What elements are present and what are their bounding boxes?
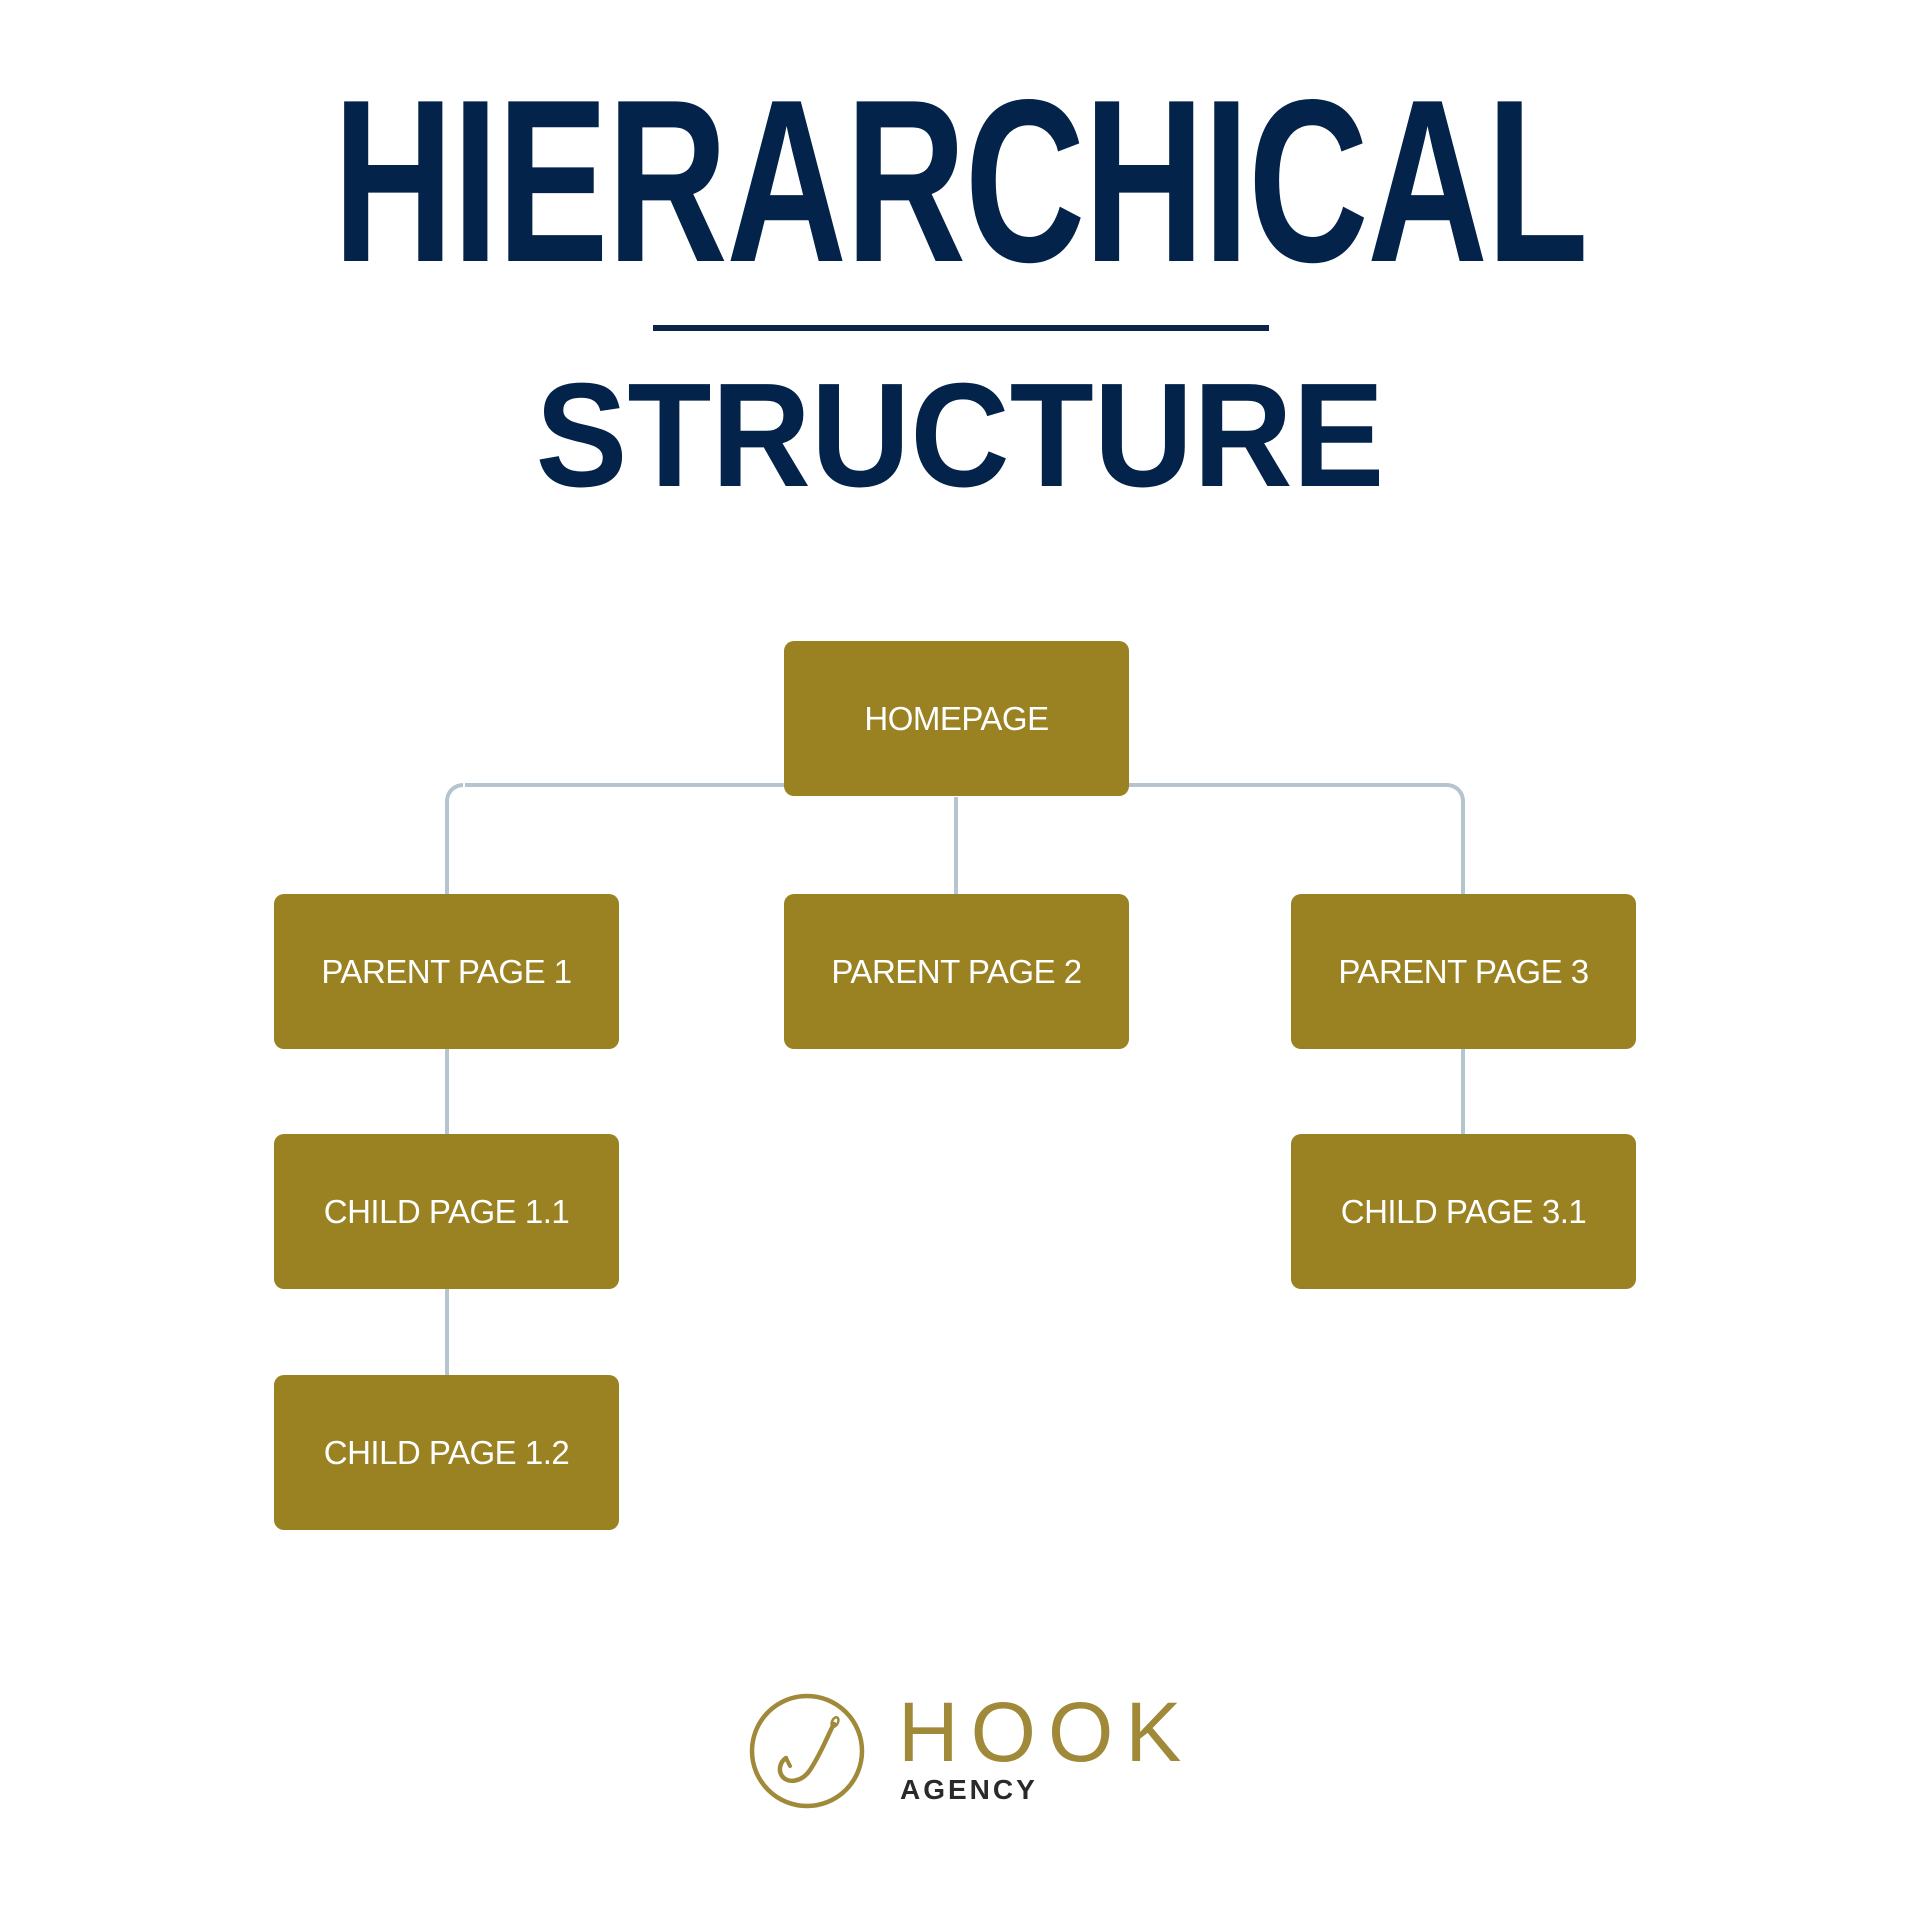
page-title: HIERARCHICAL [332,52,1588,311]
logo-tagline: AGENCY [900,1774,1038,1805]
node-label: PARENT PAGE 3 [1338,952,1589,990]
title-divider [653,325,1269,331]
hook-agency-logo: HOOK AGENCY [748,1690,1188,1810]
connector-root-right-corner [1447,783,1465,801]
node-label: PARENT PAGE 1 [321,952,572,990]
connector-parent3-vertical [1461,800,1465,895]
node-label: CHILD PAGE 3.1 [1340,1192,1587,1230]
node-child-page-3-1: CHILD PAGE 3.1 [1291,1134,1636,1289]
connector-root-parent2 [954,797,958,894]
node-child-page-1-1: CHILD PAGE 1.1 [274,1134,619,1289]
connector-root-left-corner [445,783,463,801]
connector-root-right [1128,783,1448,787]
node-parent-page-2: PARENT PAGE 2 [784,894,1129,1049]
node-homepage: HOMEPAGE [784,641,1129,796]
connector-child11-child12 [445,1288,449,1376]
fishhook-in-circle-icon [749,1693,865,1809]
logo-name: HOOK [898,1685,1194,1779]
connector-root-left [465,783,785,787]
connector-parent1-child11 [445,1048,449,1134]
node-label: HOMEPAGE [864,699,1049,737]
node-parent-page-1: PARENT PAGE 1 [274,894,619,1049]
node-label: PARENT PAGE 2 [831,952,1082,990]
connector-parent1-vertical [445,800,449,895]
page-subtitle: STRUCTURE [535,353,1385,518]
node-label: CHILD PAGE 1.2 [323,1433,570,1471]
connector-parent3-child31 [1461,1048,1465,1134]
node-child-page-1-2: CHILD PAGE 1.2 [274,1375,619,1530]
node-parent-page-3: PARENT PAGE 3 [1291,894,1636,1049]
node-label: CHILD PAGE 1.1 [323,1192,570,1230]
